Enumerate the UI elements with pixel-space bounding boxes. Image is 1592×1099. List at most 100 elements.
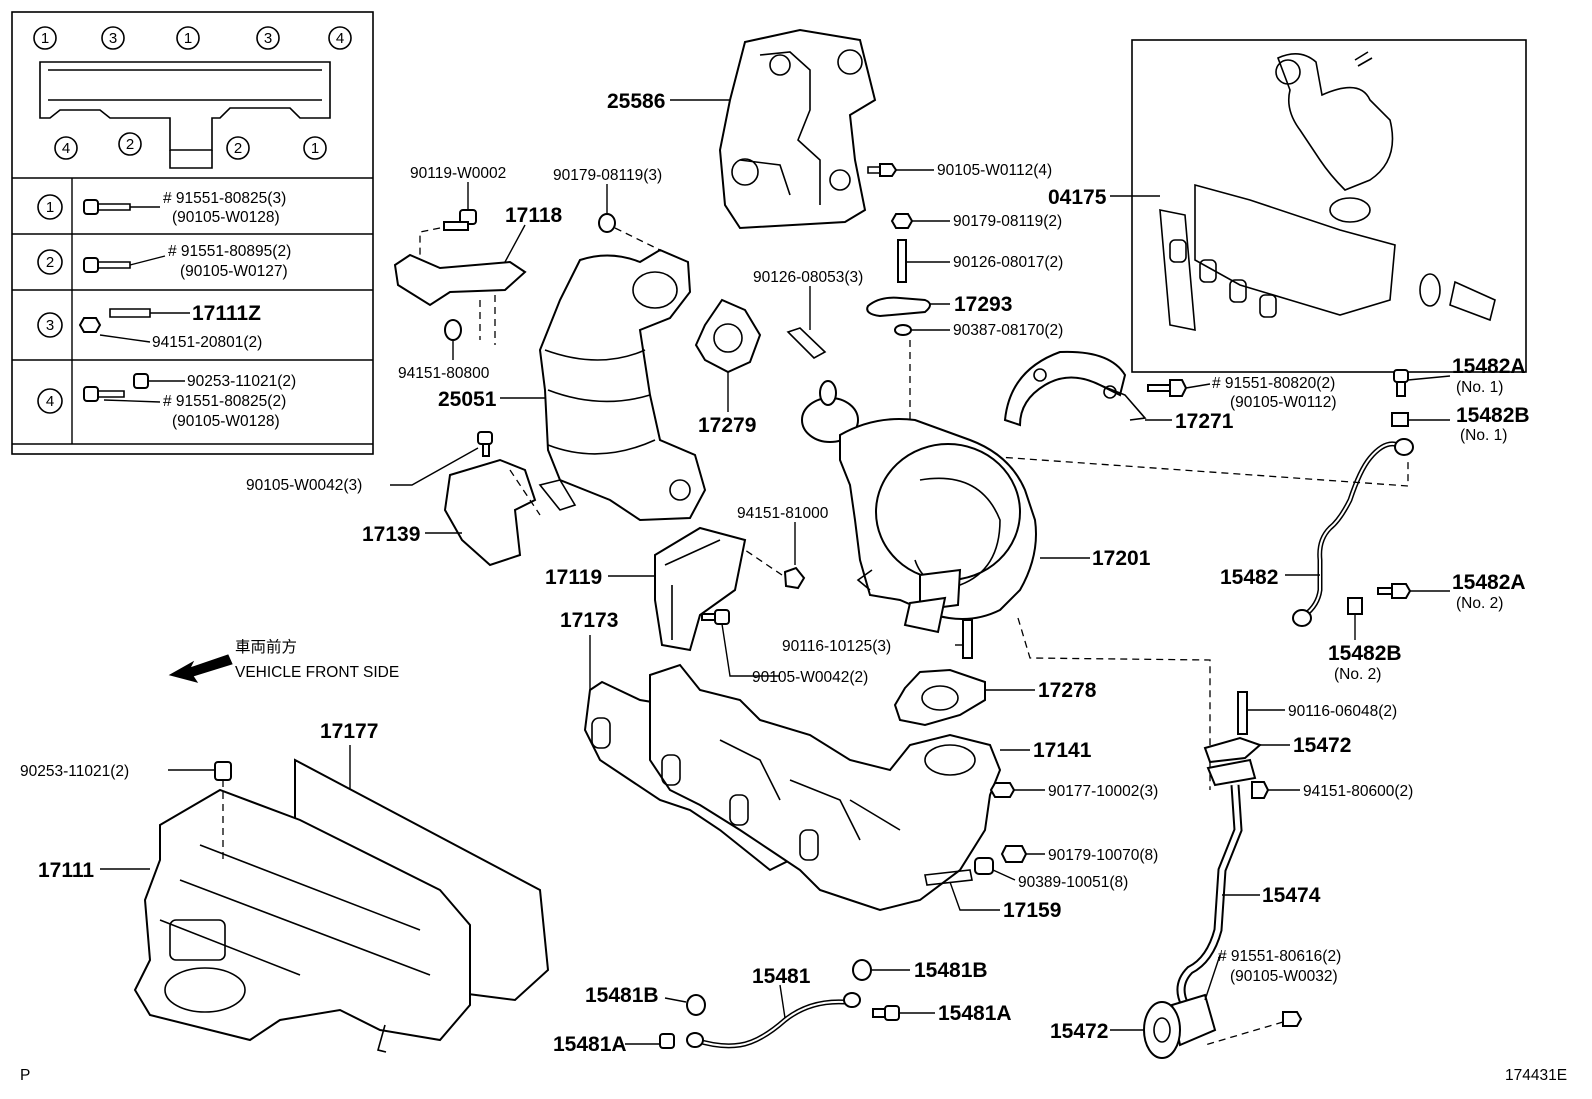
gasket-17279: 17279 [694, 298, 762, 437]
legend-row-4: 4 90253-11021(2) # 91551-80825(2) (90105… [37, 373, 296, 430]
part-label-90387-08170-2: 90387-08170(2) [953, 322, 1063, 339]
part-label-15481A-b: 15481A [938, 1002, 1012, 1025]
manifold-port [661, 754, 681, 786]
legend-panel: 1 3 1 3 4 4 2 2 1 1 # 91551- [11, 11, 374, 455]
manifold-port [591, 717, 611, 749]
direction-jp: 車両前方 [235, 638, 297, 656]
washer-icon [894, 324, 912, 336]
leader-line [129, 255, 166, 266]
bracket-17119: 94151-81000 17119 90105-W0042(2) [545, 505, 868, 686]
insulator-tab [1099, 384, 1147, 421]
legend-circle [328, 26, 352, 50]
legend-row-circle [37, 194, 63, 220]
bolt-icon [1169, 379, 1188, 397]
bolt-head-icon [83, 386, 99, 402]
nut-icon [1251, 781, 1270, 799]
leader-line [949, 881, 1000, 911]
bracket [443, 458, 537, 567]
sensor-wire [694, 999, 846, 1049]
insulator [1003, 350, 1127, 427]
bolt-icon [477, 431, 493, 445]
legend-manifold-neck [169, 150, 213, 169]
direction-indicator: 車両前方 VEHICLE FRONT SIDE [168, 638, 399, 683]
part-label-15481B-b: 15481B [914, 959, 988, 982]
gasket [694, 298, 762, 374]
bolt-shank-icon [872, 1008, 886, 1018]
gasket-icon [1391, 412, 1409, 427]
gasket-15472 [1203, 736, 1262, 764]
bolt-shank-icon [98, 390, 125, 398]
oil-return-group: 90116-06048(2) 15472 94151-80600(2) 1547… [1050, 691, 1413, 1059]
part-label-90179-08119-3: 90179-08119(3) [553, 167, 662, 184]
stud-90116-10125: 90116-10125(3) [782, 619, 973, 659]
bolt-shank-icon [1396, 381, 1406, 397]
part-label-90253-11021-2: 90253-11021(2) [20, 763, 129, 780]
stud-icon [962, 619, 973, 659]
inset-gasket [1329, 197, 1371, 223]
assembly-dash [614, 227, 661, 251]
part-label-17177: 17177 [320, 720, 378, 743]
illustration-number: 174431E [1505, 1067, 1567, 1084]
legend-circle [226, 136, 250, 160]
part-label-15472-b: 15472 [1050, 1020, 1108, 1043]
outlet-flange [632, 271, 678, 309]
part-label-15482: 15482 [1220, 566, 1278, 589]
part-label-94151-81000: 94151-81000 [737, 505, 829, 522]
banjo-fitting [1292, 609, 1312, 627]
legend-circle-num: 3 [109, 30, 117, 47]
pipe-inner [1178, 784, 1241, 1007]
inset-gasket-flange [1159, 209, 1196, 331]
bolt-icon [714, 609, 730, 625]
inset-frame [1131, 39, 1527, 373]
part-label-17159: 17159 [1003, 899, 1061, 922]
converter-bands [544, 349, 656, 455]
pipe-inner [1304, 442, 1399, 616]
part-label-90126-08017-2: 90126-08017(2) [953, 254, 1063, 271]
direction-en: VEHICLE FRONT SIDE [235, 664, 399, 681]
part-label-90105-W0112: (90105-W0112) [1230, 394, 1337, 411]
part-label-04175: 04175 [1048, 186, 1107, 209]
bracket-group-17118: 90119-W0002 17118 90179-08119(3) 94151-8… [393, 165, 662, 382]
inset-pipe [1449, 280, 1496, 322]
leader-line [1185, 383, 1211, 389]
bolt-icon [879, 163, 898, 177]
part-label-25586: 25586 [607, 90, 665, 113]
leader-line [103, 399, 161, 403]
assembly-dash [1204, 1021, 1284, 1046]
legend-circle-num: 4 [62, 140, 70, 157]
inset-manifold [1194, 183, 1396, 316]
part-label-90116-10125-3: 90116-10125(3) [782, 638, 891, 655]
turbocharger-17201: 17201 [801, 380, 1211, 790]
gasket-icon [1347, 597, 1363, 615]
nut-icon [78, 317, 102, 333]
leader-line [504, 224, 526, 263]
part-label-15481A-a: 15481A [553, 1033, 627, 1056]
part-label-15472-a: 15472 [1293, 734, 1351, 757]
inset-port [1199, 259, 1217, 283]
legend-row-2: 2 # 91551-80895(2) (90105-W0127) [37, 243, 291, 280]
assembly-dash [744, 549, 783, 576]
part-label-15482B-no2: 15482B [1328, 642, 1402, 665]
fitting-15482-no1: 15482A (No. 1) 15482B (No. 1) [1391, 355, 1530, 444]
hole [1033, 368, 1047, 382]
gasket-hole [1153, 1017, 1171, 1043]
assembly-dash [419, 227, 441, 262]
leader-line [779, 984, 786, 1019]
legend-circle [101, 26, 125, 50]
collar-icon [214, 761, 232, 781]
part-label-94151-80800: 94151-80800 [398, 365, 490, 382]
legend-circle-num: 3 [264, 30, 272, 47]
sensor-wire-inner [694, 1000, 846, 1047]
legend-circle [176, 26, 200, 50]
part-label-90105-W0042-3: 90105-W0042(3) [246, 477, 362, 494]
inset-port [1259, 294, 1277, 318]
manifold-tab [377, 1024, 387, 1053]
legend-row-text: (90105-W0128) [172, 209, 280, 226]
part-label-15474: 15474 [1262, 884, 1321, 907]
legend-bottom-circles: 4 2 2 1 [54, 132, 327, 160]
legend-circle [33, 26, 57, 50]
bolt-shank-icon [1147, 384, 1171, 392]
compressor-housing [875, 443, 1021, 581]
converter-foot [538, 479, 577, 511]
part-label-90179-08119-2: 90179-08119(2) [953, 213, 1062, 230]
